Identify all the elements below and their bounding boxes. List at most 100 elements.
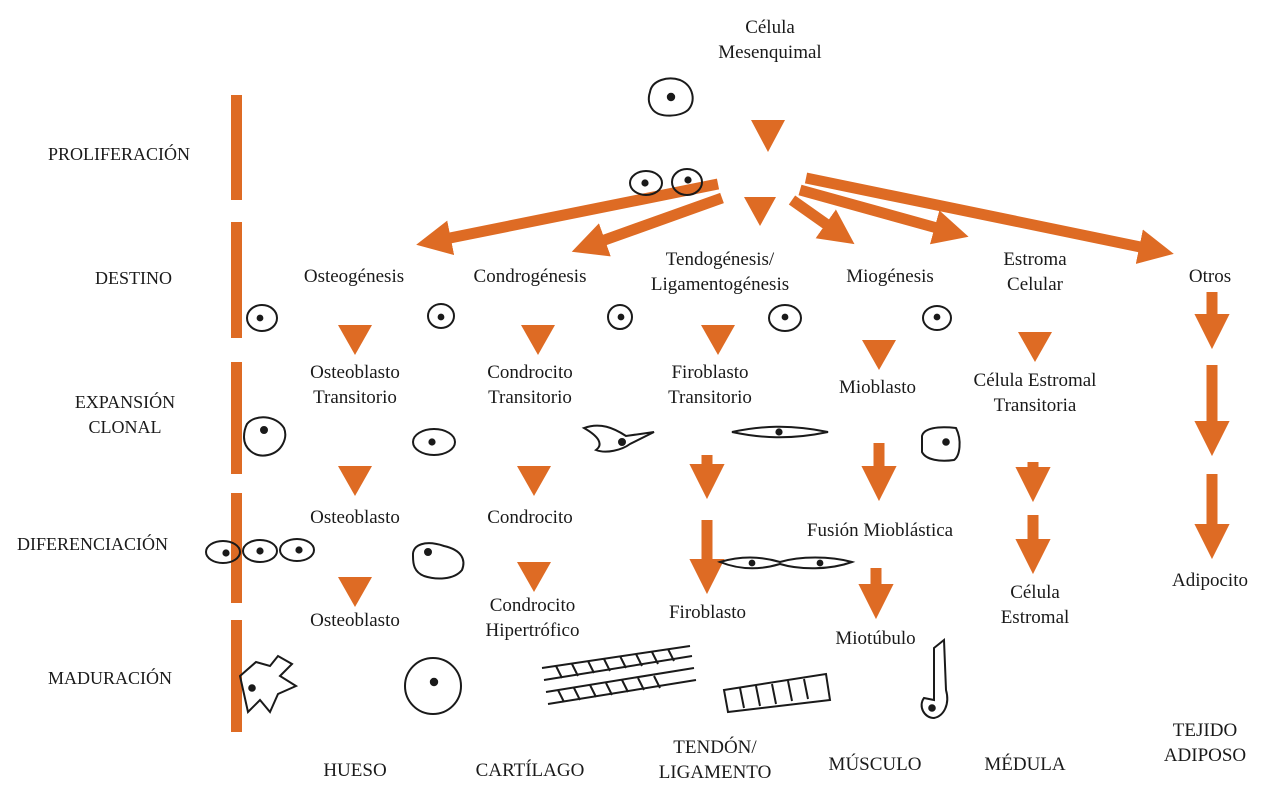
transitory-estromal: Célula Estromal Transitoria (955, 368, 1115, 418)
tissue-line: MÚSCULO (828, 754, 922, 775)
triangle-arrow (744, 197, 776, 226)
root-label: Célula Mesenquimal (700, 15, 840, 65)
maturation-line: Condrocito (489, 595, 576, 616)
maturation-line: Célula (1010, 582, 1060, 603)
step-triangles (338, 120, 1052, 607)
stage-label-proliferacion: PROLIFERACIÓN (0, 142, 190, 167)
maturation-line: Miotúbulo (835, 628, 916, 649)
chondrocyte-icon (411, 542, 465, 580)
maturation-line: Estromal (1000, 607, 1070, 628)
transitory-line: Transitorio (313, 387, 397, 408)
fate-arrow (804, 172, 1174, 264)
triangle-arrow (1018, 332, 1052, 362)
myotube-icon (920, 637, 949, 720)
stage-label-destino: DESTINO (0, 266, 172, 291)
committed-cell-icon (246, 304, 278, 332)
spindle-cell-icon (731, 425, 829, 439)
differentiation-condrocito: Condrocito (470, 505, 590, 530)
vertical-arrows (689, 292, 1230, 620)
stage-label-expansion: EXPANSIÓN CLONAL (60, 390, 190, 440)
transitory-line: Condrocito (487, 362, 573, 383)
stage-line: EXPANSIÓN (74, 392, 176, 412)
triangle-arrow (517, 466, 551, 496)
differentiation-line: Fusión Mioblástica (806, 520, 954, 541)
tissue-cartilago: CARTÍLAGO (460, 758, 600, 783)
tissue-adiposo: TEJIDO ADIPOSO (1150, 718, 1260, 768)
fate-line: Tendogénesis/ (665, 249, 775, 270)
root-line: Célula (745, 17, 795, 38)
fate-arrow (788, 195, 855, 245)
tissue-hueso: HUESO (305, 758, 405, 783)
stage-bars (231, 95, 242, 732)
tissue-line: TENDÓN/ (673, 737, 757, 758)
transitory-line: Transitorio (488, 387, 572, 408)
hypertrophic-chondrocyte-icon (404, 657, 462, 715)
stage-line: DIFERENCIACIÓN (17, 534, 168, 554)
triangle-arrow (751, 120, 785, 152)
transitory-mioblasto: Mioblasto (820, 375, 935, 400)
stage-bar (231, 620, 242, 732)
triangle-arrow (521, 325, 555, 355)
committed-cell-icon (922, 305, 952, 331)
maturation-osteoblasto: Osteoblasto (290, 608, 420, 633)
stage-line: MADURACIÓN (47, 668, 172, 688)
transitory-condrocito: Condrocito Transitorio (470, 360, 590, 410)
tissue-line: ADIPOSO (1163, 745, 1247, 766)
differentiation-fusion: Fusión Mioblástica (780, 518, 980, 543)
committed-cell-icon (768, 304, 802, 332)
maturation-line: Osteoblasto (310, 610, 400, 631)
maturation-line: Adipocito (1172, 570, 1248, 591)
fate-arrow (798, 184, 969, 245)
maturation-estromal: Célula Estromal (985, 580, 1085, 630)
differentiation-osteoblasto: Osteoblasto (290, 505, 420, 530)
transitory-line: Transitorio (668, 387, 752, 408)
tissue-line: LIGAMENTO (658, 762, 772, 783)
triangle-arrow (338, 577, 372, 607)
osteoblast-chain-icon (205, 540, 241, 564)
fate-estroma: Estroma Celular (975, 247, 1095, 297)
maturation-line: Firoblasto (668, 602, 747, 623)
tendon-fiber-icon (541, 645, 697, 705)
fate-osteogenesis: Osteogénesis (284, 264, 424, 289)
osteocyte-icon (238, 654, 299, 714)
fate-miogenesis: Miogénesis (830, 264, 950, 289)
stage-bar (231, 95, 242, 200)
fate-arrow (416, 178, 720, 256)
maturation-miotubulo: Miotúbulo (818, 626, 933, 651)
ligament-fiber-icon (722, 672, 832, 714)
stage-line: PROLIFERACIÓN (47, 144, 190, 164)
triangle-arrow (517, 562, 551, 592)
maturation-adipocito: Adipocito (1155, 568, 1262, 593)
dividing-cell-icon (671, 168, 703, 196)
tissue-line: MÉDULA (984, 754, 1066, 775)
fibroblast-chain-icon (716, 556, 856, 570)
committed-cell-icon (607, 304, 633, 330)
maturation-firoblasto: Firoblasto (650, 600, 765, 625)
differentiation-line: Condrocito (487, 507, 573, 528)
maturation-condrocito: Condrocito Hipertrófico (465, 593, 600, 643)
tissue-line: CARTÍLAGO (475, 760, 585, 781)
fate-line: Condrogénesis (473, 266, 587, 287)
tissue-musculo: MÚSCULO (820, 752, 930, 777)
transitory-osteoblasto: Osteoblasto Transitorio (290, 360, 420, 410)
transitory-line: Célula Estromal (973, 370, 1097, 391)
tissue-medula: MÉDULA (975, 752, 1075, 777)
stage-label-diferenciacion: DIFERENCIACIÓN (0, 532, 168, 557)
stage-bar (231, 222, 242, 338)
myoblast-icon (921, 426, 961, 462)
transitory-line: Firoblasto (671, 362, 749, 383)
fibroblast-transit-icon (581, 424, 655, 453)
stage-bar (231, 362, 242, 474)
differentiation-line: Osteoblasto (310, 507, 400, 528)
fate-line: Otros (1188, 266, 1232, 287)
dividing-cell-icon (629, 170, 663, 196)
fate-line: Osteogénesis (303, 266, 405, 287)
fate-arrows (416, 172, 1174, 264)
tissue-tendon: TENDÓN/ LIGAMENTO (650, 735, 780, 785)
fate-line: Miogénesis (846, 266, 934, 287)
fate-otros: Otros (1170, 264, 1250, 289)
triangle-arrow (338, 325, 372, 355)
transitory-firoblasto: Firoblasto Transitorio (650, 360, 770, 410)
fate-arrow (571, 192, 724, 257)
